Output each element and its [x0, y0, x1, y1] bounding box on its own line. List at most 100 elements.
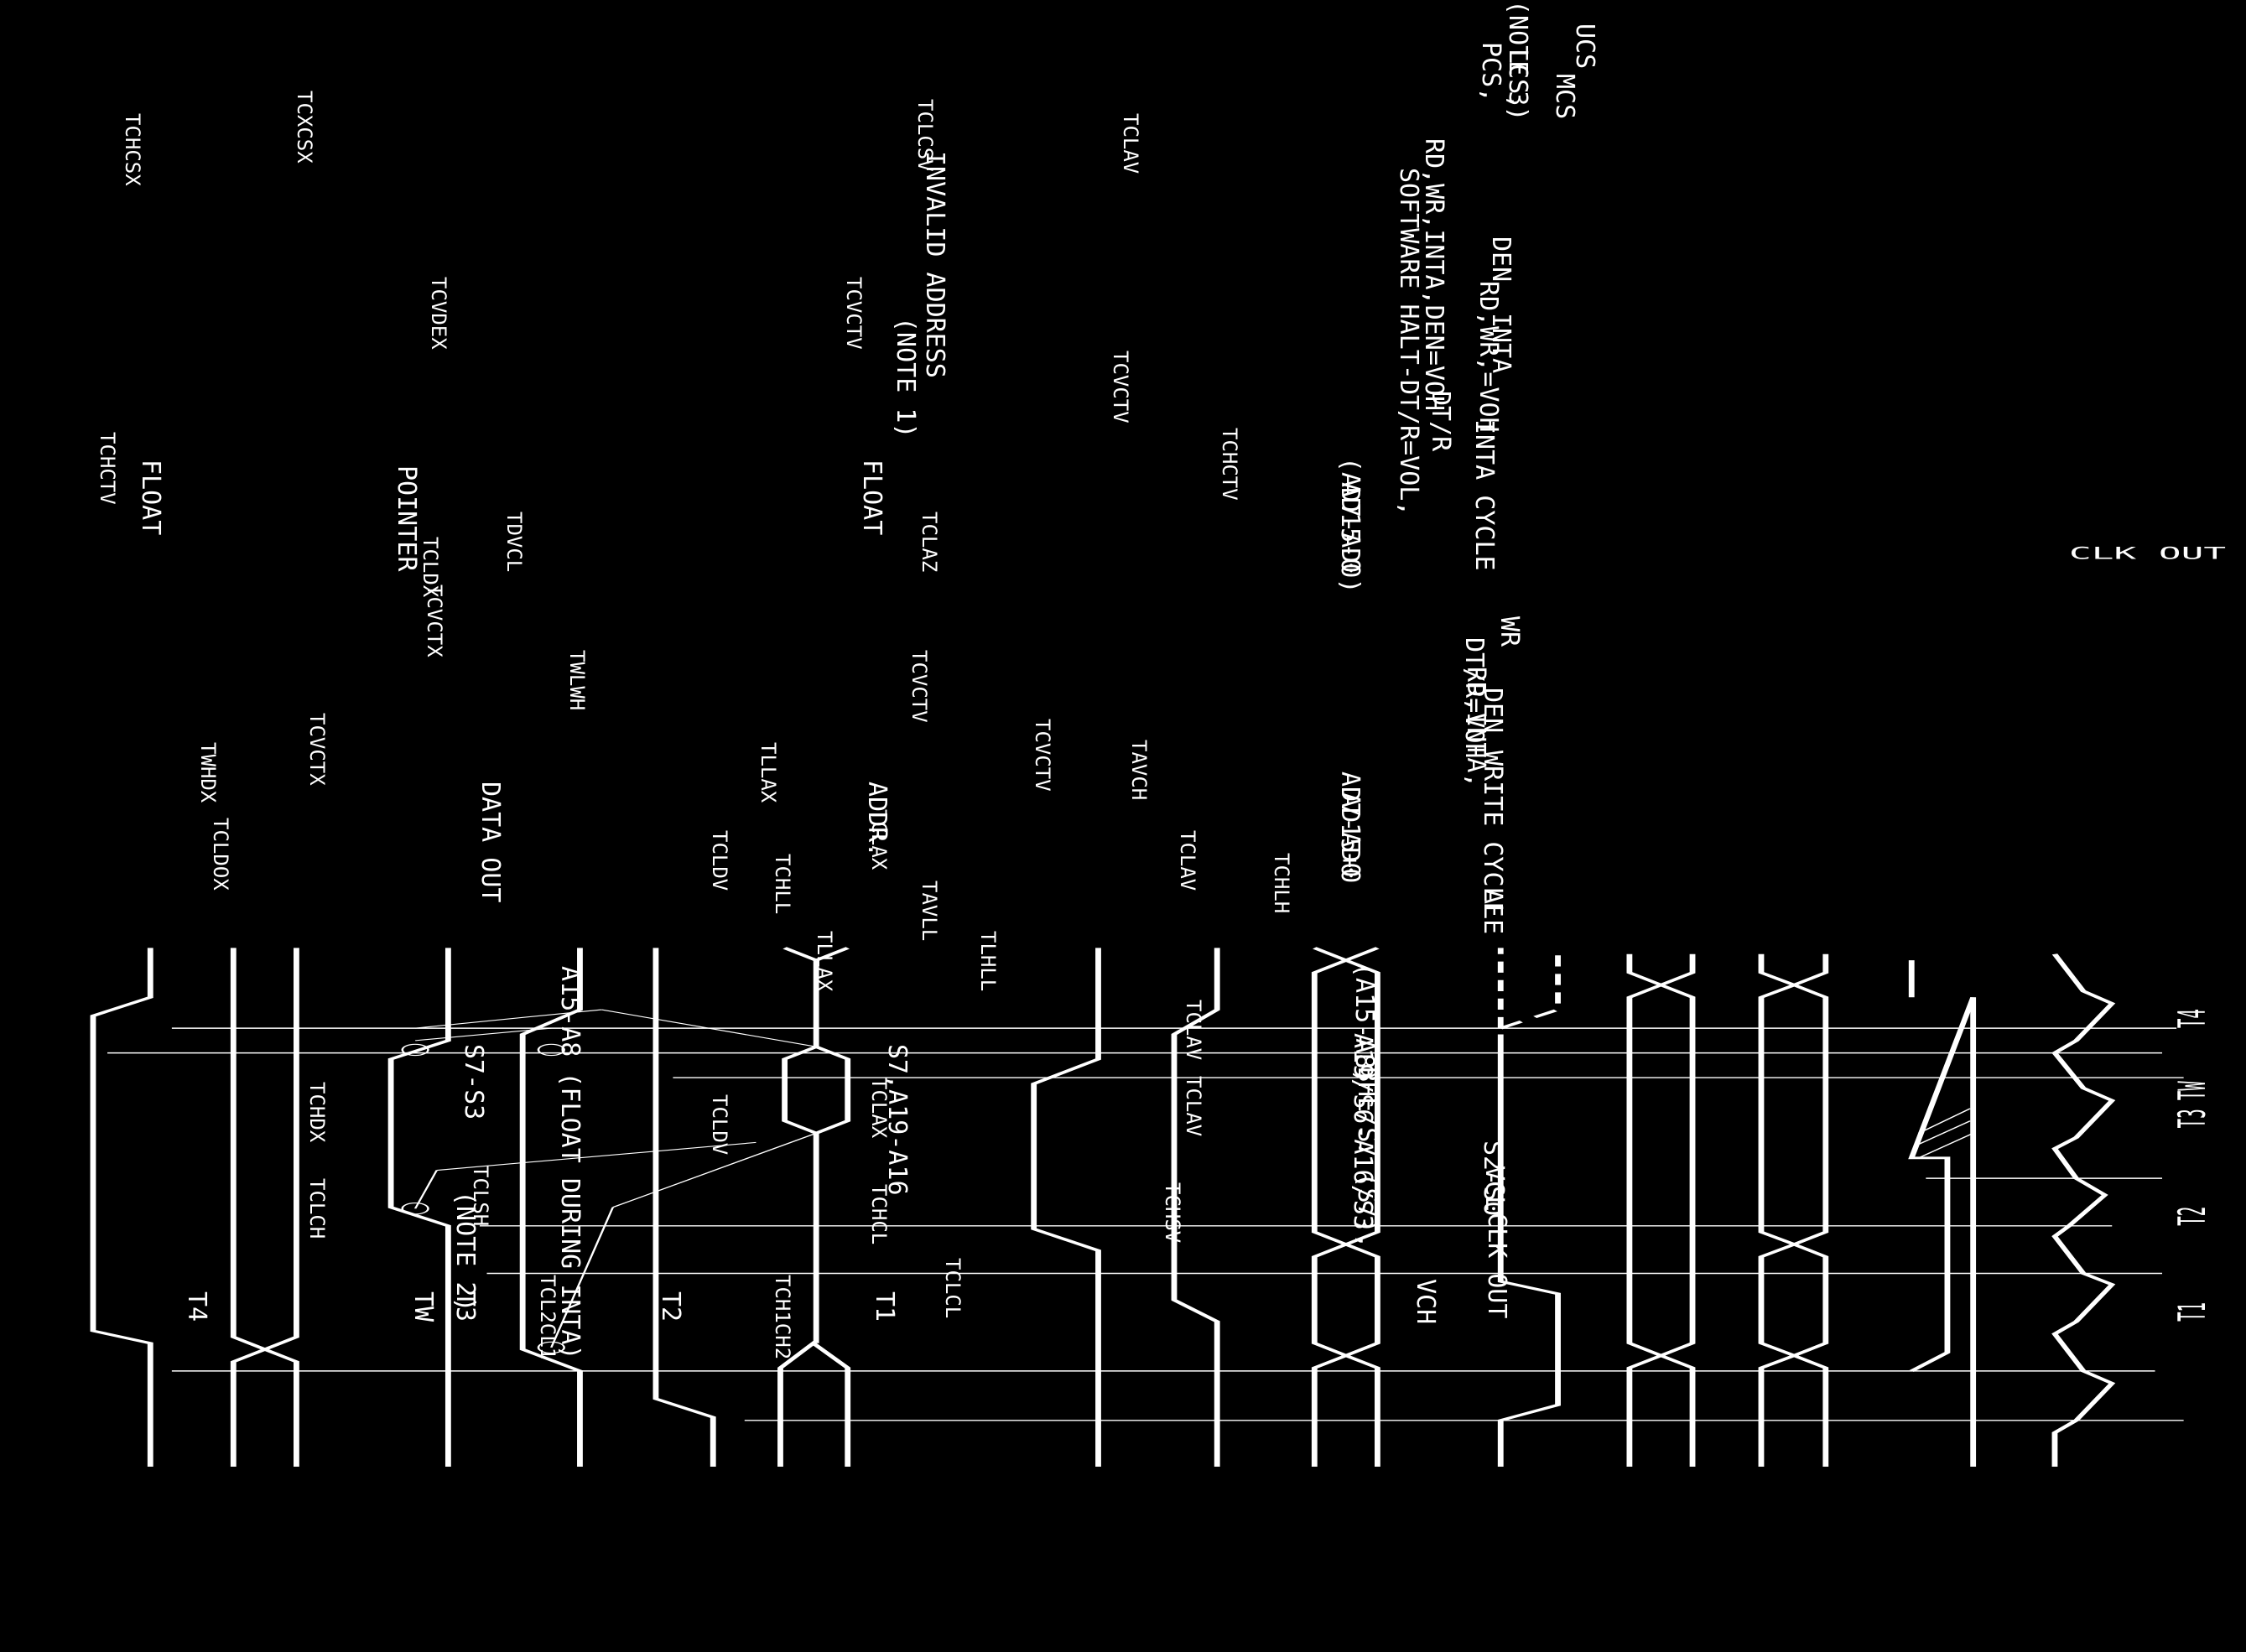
label-inta-conditions: RD,WR,=VOH: [1474, 281, 1503, 433]
label-ucs: UCS: [1570, 23, 1599, 69]
s2-s0-waveform: [1908, 960, 1977, 1468]
t-tcvctx-den: TCVCTX: [305, 713, 329, 786]
state-t4: T4: [2171, 1009, 2215, 1028]
label-den-inta: DEN: [1486, 236, 1516, 282]
label-bhe: BHE/S7 (S7),: [1352, 1067, 1381, 1249]
t-tchsv: TCHSV: [1161, 1182, 1184, 1243]
t-tclsh: TCLSH: [469, 1166, 492, 1226]
t-tcvctv-inta: TCVCTV: [1109, 351, 1132, 423]
halt-bus: [230, 948, 299, 1468]
t-tchcl: TCHCL: [867, 1184, 891, 1244]
label-dtr: DT/R: [1426, 391, 1455, 452]
t-tavch: TAVCH: [1127, 740, 1151, 800]
label-ad150-write: AD15+0: [1335, 792, 1365, 883]
state-label-tw: TW: [408, 1291, 438, 1322]
label-a15a8-float: A15-A8 (FLOAT DURING INTA): [555, 966, 585, 1360]
label-vcl: VCL: [1479, 1166, 1509, 1211]
t-tcldv-s: TCLDV: [708, 1094, 731, 1155]
t-tclax-s: TCLAX: [867, 1078, 891, 1139]
label-vch: VCH: [1411, 1279, 1440, 1324]
ale-waveform: [1497, 948, 1561, 1468]
label-note1: (NOTE 1): [891, 317, 920, 439]
t-tcvctv-den2: TCVCTV: [1031, 719, 1054, 792]
t-tcldv-ad: TCLDV: [708, 830, 731, 891]
label-inta: INTA: [1486, 313, 1516, 373]
label-software-halt: SOFTWARE HALT-DT/R=VOL,: [1394, 168, 1423, 516]
label-ale: ALE: [1478, 889, 1507, 934]
label-ad70-write: AD7-AD0: [1335, 771, 1365, 877]
state-label-t4: T4: [182, 1291, 211, 1322]
t-tllax-ale: TLLAX: [813, 931, 836, 992]
t-twlwh: TWLWH: [565, 650, 589, 710]
t-tclch: TCLCH: [305, 1178, 329, 1239]
t-tclav-ad: TCLAV: [1176, 830, 1199, 891]
t-tcxcsx: TCXCSX: [293, 91, 316, 164]
label-addr: ADDR.: [862, 782, 892, 857]
t-tllax: TLLAX: [756, 742, 780, 803]
t-tchctv-2: TCHCTV: [96, 432, 119, 505]
label-write-conditions-1: RD,INTA,: [1461, 667, 1490, 788]
a15-a8-bus: [1626, 953, 1696, 1468]
label-data-out: DATA OUT: [476, 782, 505, 903]
label-note3: (NOTE 3): [1503, 0, 1532, 122]
state-label-t1: T1: [870, 1291, 899, 1322]
state-label-t2: T2: [656, 1291, 685, 1322]
t-tchll: TCHLL: [771, 854, 794, 914]
state-label-t3: T3: [450, 1291, 480, 1322]
wr-waveform: [1031, 948, 1101, 1468]
label-inta-cycle: INTA CYCLE: [1469, 419, 1499, 571]
t-tclav-s: TCLAV: [1182, 1076, 1205, 1136]
t-twhdx: TWHDX: [196, 742, 220, 803]
label-float-1: FLOAT: [857, 460, 886, 535]
label-wr: WR: [1495, 616, 1524, 647]
label-den-write: DEN: [1478, 688, 1507, 733]
chip-select-waveform: [90, 948, 153, 1468]
label-float-2: FLOAT: [136, 460, 165, 535]
state-labels: T1 T2 T3 TW T4: [2171, 1009, 2215, 1322]
t-tclav-a: TCLAV: [1182, 1000, 1205, 1060]
label-a15a8: (A15-A8): [1349, 963, 1379, 1084]
label-a19s6: A19/S6-A16/S3: [1348, 1033, 1377, 1230]
t-tchdx: TCHDX: [305, 1082, 329, 1143]
clk-out-waveform: [2051, 953, 2116, 1468]
t-tcldox: TCLDOX: [209, 818, 232, 891]
label-software-halt-2: RD,WR,INTA,DEN=VOH: [1419, 138, 1448, 411]
reference-lines: [107, 1027, 2184, 1421]
t-tcvdex: TCVDEX: [427, 277, 450, 350]
label-s2s0: S2-S0: [1478, 1140, 1507, 1216]
label-write-cycle: WRITE CYCLE: [1478, 751, 1507, 917]
t-tch1ch2: TCH1CH2: [771, 1275, 794, 1359]
label-ad70-inta: (AD7-AD0): [1335, 457, 1365, 594]
signal-labels: CLK OUT: [2069, 544, 2226, 563]
label-invalid-address: INVALID ADDRESS: [920, 151, 949, 378]
t-tavll: TAVLL: [918, 881, 941, 941]
clkout-label: CLK OUT: [2069, 544, 2226, 563]
t-tchcsx: TCHCSX: [121, 113, 144, 186]
t-tdvcl-inta: TDVCL: [502, 512, 526, 572]
label-note2: (NOTE 2): [450, 1191, 480, 1312]
inta-waveform: [519, 948, 583, 1468]
label-pcs: PCS,: [1476, 42, 1505, 102]
t-tcldx: TCLDX: [419, 537, 442, 598]
state-tw: TW: [2171, 1081, 2215, 1100]
t-tclcsv: TCLCSV: [913, 99, 937, 172]
note-lines: [401, 1009, 817, 1354]
label-pointer: POINTER: [392, 465, 421, 572]
t-tcl2cl1: TCL2CL1: [536, 1275, 559, 1359]
t-tcvctv-den: TCVCTV: [842, 277, 866, 350]
t-tclcl: TCLCL: [941, 1258, 964, 1318]
state-t2: T2: [2171, 1207, 2215, 1226]
state-t3: T3: [2171, 1109, 2215, 1128]
ad-write-bus: [1311, 947, 1380, 1468]
label-ad150-inta: AD15-0: [1335, 482, 1365, 573]
t-tclaz: TCLAZ: [918, 512, 941, 572]
t-tclax-ad: TCLAX: [867, 809, 891, 870]
t-tclav-cs: TCLAV: [1119, 113, 1142, 174]
label-mcs: MCS: [1550, 74, 1579, 119]
den-write-waveform: [1171, 948, 1220, 1468]
state-t1: T1: [2171, 1302, 2215, 1322]
label-s7s3: S7-S3: [459, 1044, 488, 1120]
t-tchlh: TCHLH: [1270, 853, 1293, 913]
